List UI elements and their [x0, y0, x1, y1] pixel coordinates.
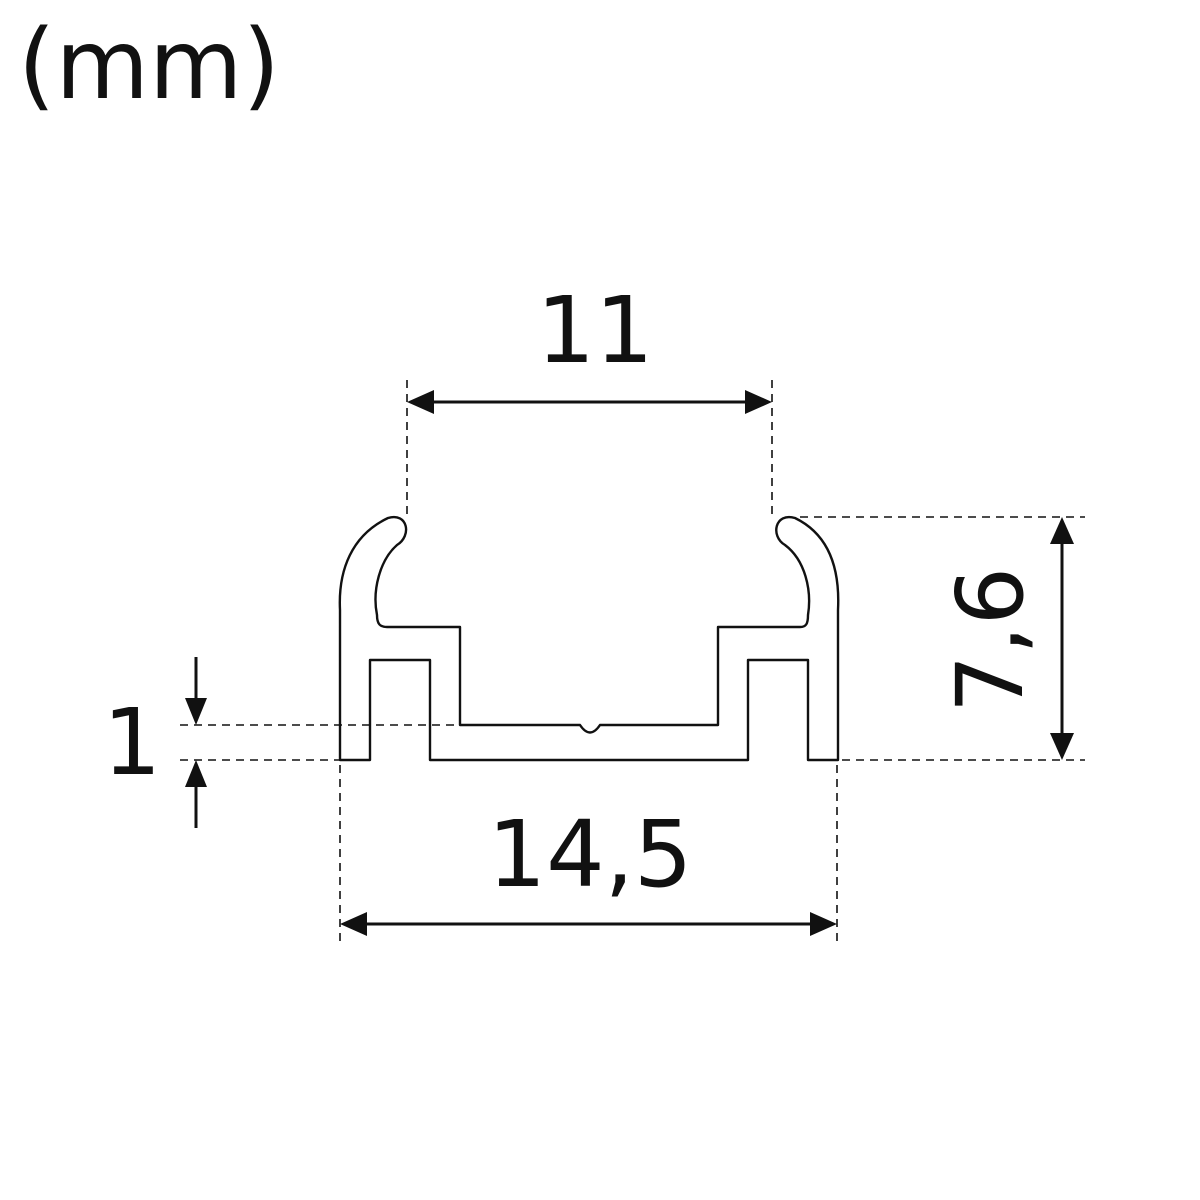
arrow-up-icon — [185, 760, 207, 787]
dimension-label-thickness: 1 — [103, 689, 162, 796]
arrow-left-icon — [407, 390, 434, 414]
arrow-down-icon — [1050, 733, 1074, 760]
arrow-up-icon — [1050, 517, 1074, 544]
arrow-down-icon — [185, 698, 207, 725]
arrow-right-icon — [745, 390, 772, 414]
dimension-label-opening: 11 — [536, 277, 653, 384]
arrow-right-icon — [810, 912, 837, 936]
profile-cross-section — [338, 515, 840, 762]
dimension-label-width: 14,5 — [488, 801, 693, 908]
unit-label: (mm) — [18, 9, 280, 121]
arrow-left-icon — [340, 912, 367, 936]
dimension-label-height: 7,6 — [937, 567, 1044, 713]
